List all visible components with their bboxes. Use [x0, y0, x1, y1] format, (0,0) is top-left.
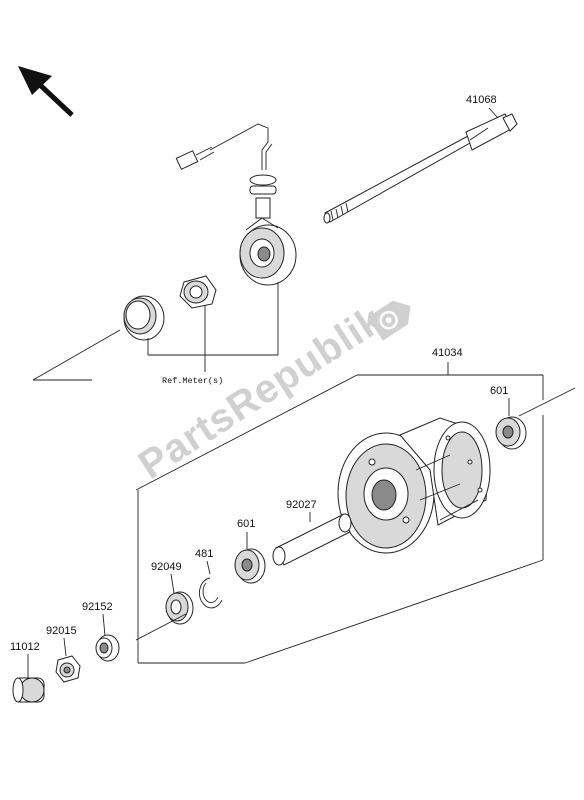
part-labels: 41068 41034 601 92027 601 481 92049 9215… — [10, 94, 508, 653]
speedometer-housing — [175, 123, 297, 286]
oil-seal — [165, 591, 194, 625]
wheel-hub — [337, 417, 491, 554]
axle-cap — [12, 677, 45, 703]
circlip — [198, 577, 223, 609]
label-oil-seal: 92049 — [151, 561, 182, 573]
label-bearing-left: 601 — [237, 518, 255, 530]
spacer-tube — [272, 513, 352, 566]
watermark-gear-icon — [367, 300, 411, 341]
label-axle: 41068 — [466, 94, 497, 106]
bearing-right — [495, 416, 527, 450]
direction-arrow-icon — [18, 66, 74, 117]
oil-seal-ring — [123, 295, 165, 341]
collar — [95, 634, 120, 662]
bearing-left — [234, 548, 266, 584]
leader-lines — [27, 107, 510, 678]
hub-frame — [135, 362, 576, 664]
axle-nut — [55, 655, 81, 683]
label-circlip: 481 — [195, 548, 213, 560]
label-cap: 11012 — [10, 641, 40, 653]
axle — [323, 113, 518, 224]
label-nut: 92015 — [46, 625, 77, 637]
ref-meter-label: Ref.Meter(s) — [162, 376, 223, 386]
speedometer-drive-ring — [179, 275, 217, 309]
label-bearing-right: 601 — [490, 385, 508, 397]
label-hub: 41034 — [432, 347, 463, 359]
label-spacer: 92027 — [286, 499, 317, 511]
ref-meter-bracket — [32, 282, 279, 381]
label-collar: 92152 — [82, 601, 113, 613]
